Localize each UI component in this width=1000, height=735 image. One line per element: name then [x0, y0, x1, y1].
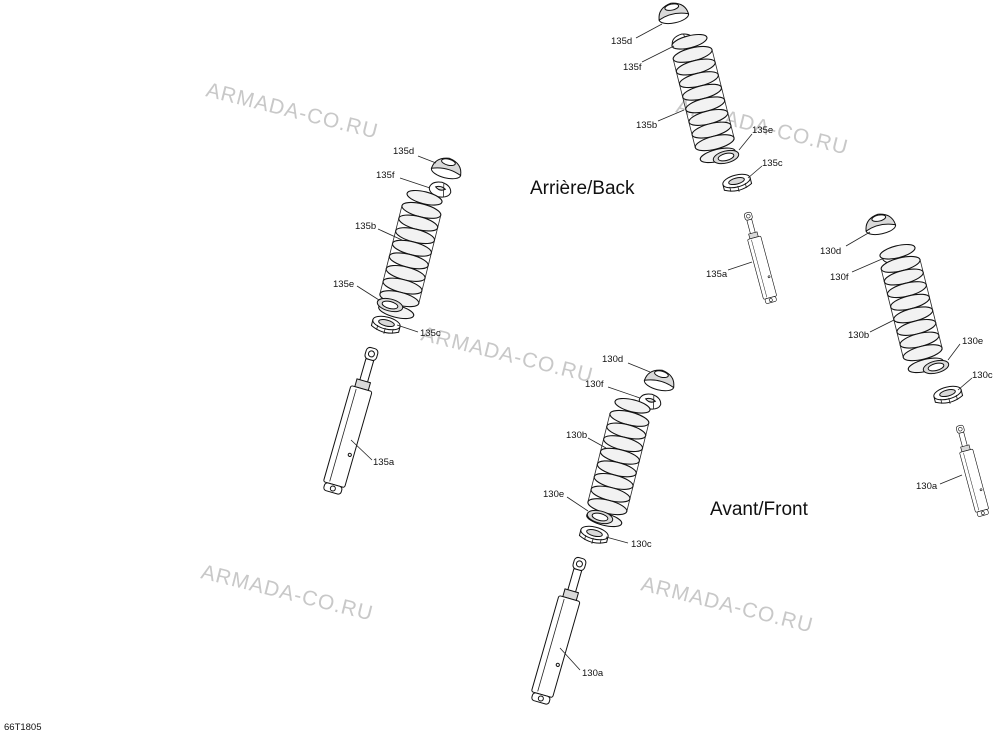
watermark-4: ARMADA-CO.RU — [199, 561, 376, 626]
back-section-title: Arrière/Back — [530, 178, 635, 199]
callout-fl-130d: 130d — [602, 354, 623, 365]
callout-fl-130b: 130b — [566, 430, 587, 441]
callout-rl-135b: 135b — [355, 221, 376, 232]
callout-rl-135f: 135f — [376, 170, 395, 181]
front-right-shock-assembly: 130d 130f 130b 130e 130c 130a — [820, 210, 993, 518]
front-section-title: Avant/Front — [710, 499, 809, 520]
rr-shock-absorber — [740, 210, 779, 305]
callout-rr-135e: 135e — [752, 125, 773, 136]
watermark-3: ARMADA-CO.RU — [419, 323, 596, 388]
rr-upper-cup — [655, 0, 691, 27]
callout-rr-135d: 135d — [611, 36, 632, 47]
callout-rr-135b: 135b — [636, 120, 657, 131]
fr-adjuster-ring — [931, 383, 965, 408]
callout-fr-130f: 130f — [830, 272, 849, 283]
rl-upper-cup — [429, 154, 465, 182]
callout-rr-135f: 135f — [623, 62, 642, 73]
watermarks: ARMADA-CO.RU ARMADA-CO.RU ARMADA-CO.RU A… — [199, 79, 851, 638]
fl-shock-absorber — [528, 554, 593, 706]
callout-rl-135e: 135e — [333, 279, 354, 290]
callout-rl-135c: 135c — [420, 328, 441, 339]
callout-fr-130d: 130d — [820, 246, 841, 257]
rr-adjuster-ring — [720, 171, 754, 196]
callout-rl-135a: 135a — [373, 457, 395, 468]
fl-upper-cup — [642, 366, 678, 394]
fl-coil-spring — [582, 394, 654, 531]
fl-adjuster-ring — [577, 523, 611, 548]
watermark-1: ARMADA-CO.RU — [204, 79, 381, 144]
watermark-5: ARMADA-CO.RU — [639, 573, 816, 638]
rear-left-shock-assembly: 135d 135f 135b 135e 135c 135a — [320, 146, 465, 496]
callout-fr-130e: 130e — [962, 336, 983, 347]
rl-shock-absorber — [320, 344, 385, 496]
rear-right-shock-assembly: 135d 135f 135b 135e 135c 135a — [611, 0, 783, 305]
callout-fl-130c: 130c — [631, 539, 652, 550]
callout-fl-130f: 130f — [585, 379, 604, 390]
callout-fr-130b: 130b — [848, 330, 869, 341]
callout-rr-135a: 135a — [706, 269, 728, 280]
diagram-code: 66T1805 — [4, 722, 42, 733]
fr-shock-absorber — [952, 423, 991, 518]
front-left-shock-assembly: 130d 130f 130b 130e 130c 130a — [528, 354, 678, 706]
callout-fr-130a: 130a — [916, 481, 938, 492]
callout-fl-130e: 130e — [543, 489, 564, 500]
callout-rr-135c: 135c — [762, 158, 783, 169]
callout-rl-135d: 135d — [393, 146, 414, 157]
callout-fl-130a: 130a — [582, 668, 604, 679]
callout-fr-130c: 130c — [972, 370, 993, 381]
